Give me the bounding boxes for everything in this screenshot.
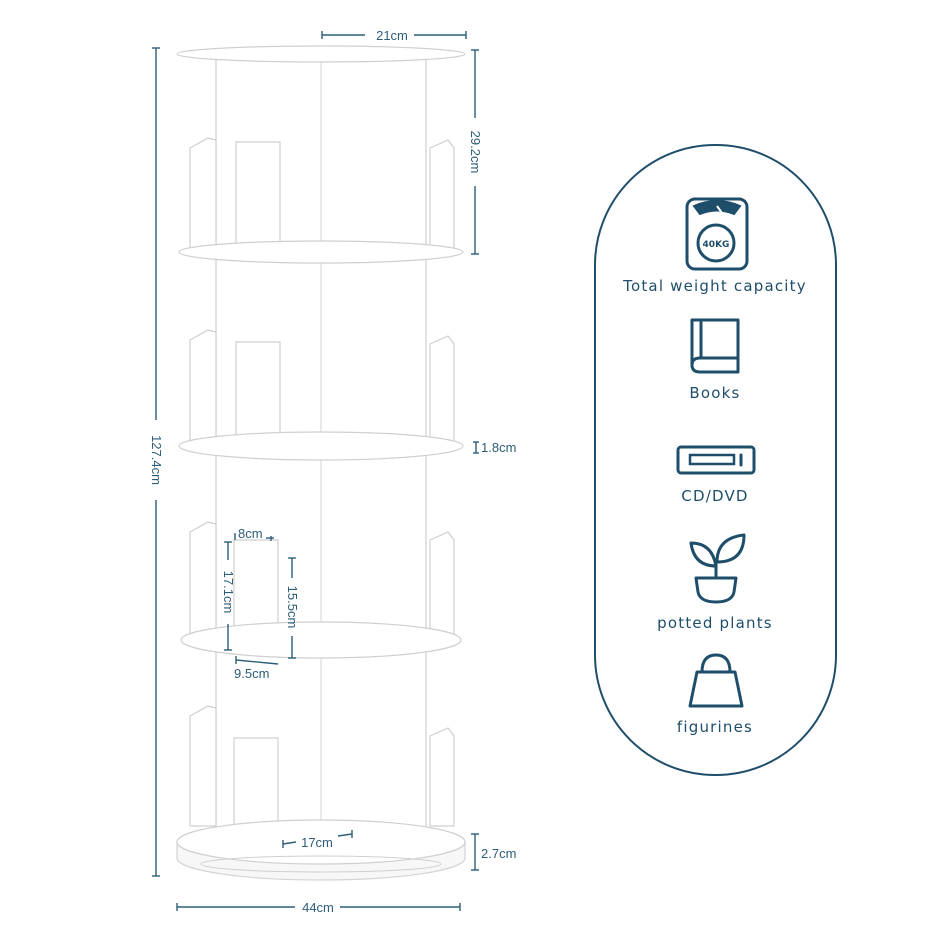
- svg-text:29.2cm: 29.2cm: [468, 131, 483, 174]
- svg-text:40KG: 40KG: [703, 240, 730, 250]
- svg-text:21cm: 21cm: [376, 28, 408, 43]
- plant-icon: [689, 533, 746, 604]
- dim-divider-base: 9.5cm: [234, 656, 279, 681]
- feature-label-figurines: figurines: [677, 718, 753, 736]
- svg-text:17cm: 17cm: [301, 835, 333, 850]
- feature-label-weight: Total weight capacity: [622, 277, 807, 295]
- dimension-annotations: 21cm 29.2cm 127.4cm 1.8cm: [149, 28, 516, 915]
- top-shelf: [176, 45, 466, 63]
- side-wings: [189, 137, 455, 827]
- dim-base-thickness: 2.7cm: [471, 833, 516, 871]
- svg-text:9.5cm: 9.5cm: [234, 666, 269, 681]
- svg-text:127.4cm: 127.4cm: [149, 435, 164, 485]
- shelf-1: [178, 240, 464, 264]
- dim-total-height: 127.4cm: [149, 47, 164, 877]
- book-icon: [690, 318, 740, 374]
- svg-text:44cm: 44cm: [302, 900, 334, 915]
- dividers: [233, 141, 281, 837]
- dim-tier-height: 29.2cm: [468, 49, 483, 255]
- scale-icon: 40KG: [685, 197, 749, 271]
- dim-inner-depth: 17cm: [282, 830, 353, 850]
- dim-divider-height-inner: 15.5cm: [285, 557, 300, 659]
- svg-text:1.8cm: 1.8cm: [481, 440, 516, 455]
- dim-top-width: 21cm: [321, 28, 467, 43]
- svg-text:2.7cm: 2.7cm: [481, 846, 516, 861]
- feature-label-books: Books: [689, 384, 740, 402]
- feature-label-cd-dvd: CD/DVD: [681, 487, 748, 505]
- svg-text:15.5cm: 15.5cm: [285, 586, 300, 629]
- svg-text:17.1cm: 17.1cm: [221, 571, 236, 614]
- cd-dvd-icon: [676, 445, 756, 475]
- dim-divider-height-outer: 17.1cm: [221, 541, 236, 651]
- dim-base-width: 44cm: [176, 900, 461, 915]
- svg-text:8cm: 8cm: [238, 526, 263, 541]
- features-panel: 40KG Total weight capacity Books CD/DVD …: [594, 144, 837, 776]
- shelf-2: [178, 431, 464, 461]
- feature-label-plants: potted plants: [657, 614, 773, 632]
- features-pill-border: [594, 144, 837, 776]
- dim-shelf-thickness: 1.8cm: [473, 440, 516, 455]
- dim-divider-width: 8cm: [234, 526, 274, 541]
- rotating-bookshelf: [176, 45, 466, 881]
- shelf-3: [180, 621, 462, 659]
- bag-icon: [688, 653, 744, 708]
